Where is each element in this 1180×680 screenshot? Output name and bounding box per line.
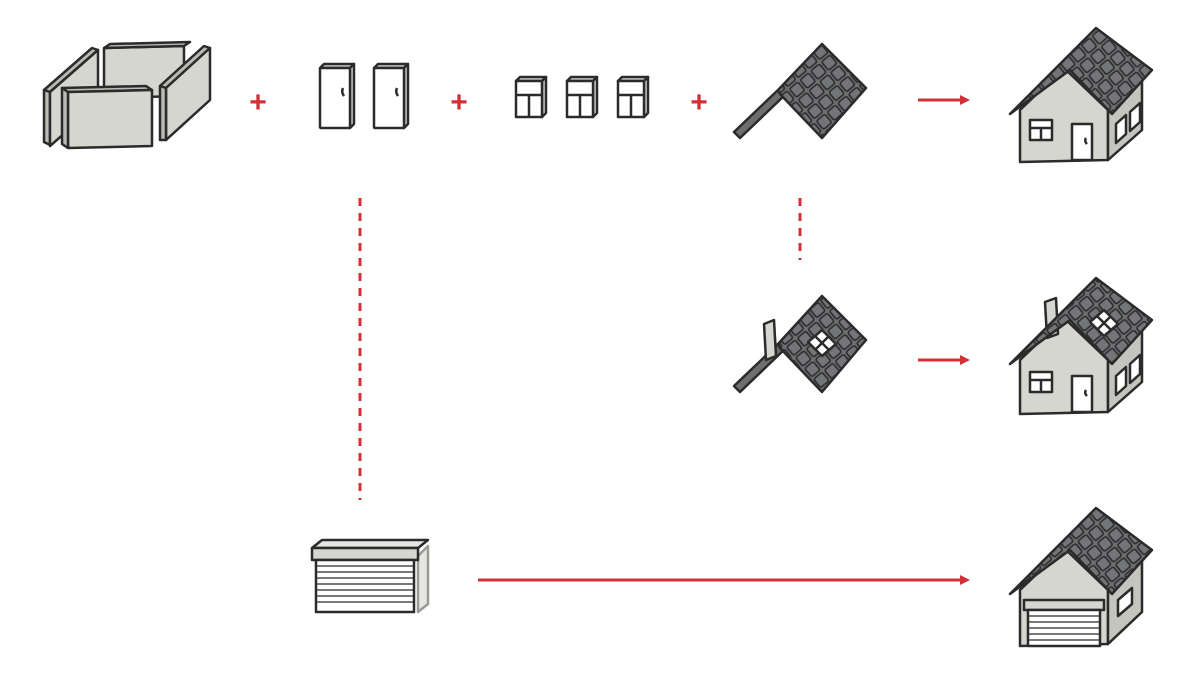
plus-sign: +: [690, 86, 708, 119]
roof-with-chimney-and-skylight-icon: [732, 294, 868, 394]
plus-sign: +: [450, 86, 468, 119]
plus-sign: +: [249, 86, 267, 119]
walls-icon: [42, 40, 212, 150]
house-with-chimney-and-skylight-icon: [1008, 276, 1154, 416]
house-icon: [1008, 26, 1154, 164]
garage-door-icon: [310, 538, 430, 614]
house-with-garage-icon: [1008, 506, 1154, 648]
windows-icon: [514, 75, 650, 119]
doors-icon: [318, 62, 410, 130]
roof-icon: [732, 42, 868, 140]
